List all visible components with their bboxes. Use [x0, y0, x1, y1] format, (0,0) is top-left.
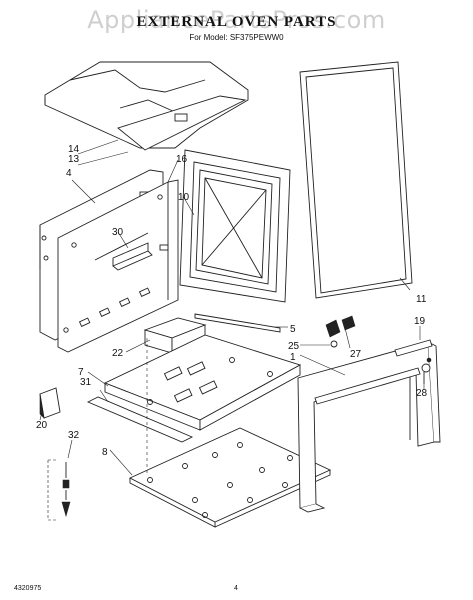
- door-frame-part: [297, 339, 441, 513]
- callout-32: 32: [68, 430, 80, 441]
- callout-5: 5: [290, 324, 296, 335]
- side-panel-part: [57, 179, 179, 353]
- footer-part-code: 4320975: [14, 585, 42, 592]
- hinge-part: [325, 315, 356, 348]
- top-panel-part: [44, 61, 249, 151]
- side-bracket-part: [39, 387, 61, 419]
- callout-7: 7: [78, 367, 84, 378]
- callout-20: 20: [36, 420, 48, 431]
- front-trim-part: [86, 396, 194, 443]
- watermark-text: AppliancePartsPros.com: [87, 6, 386, 34]
- callout-27: 27: [350, 349, 362, 360]
- callout-13: 13: [68, 154, 80, 165]
- liner-frame-part: [179, 149, 291, 303]
- door-glass-part: [299, 61, 413, 299]
- callout-11: 11: [416, 294, 427, 305]
- bottom-panel-part: [128, 427, 332, 528]
- callout-31: 31: [80, 377, 92, 388]
- callout-30: 30: [112, 227, 124, 238]
- bottom-tray-part: [103, 334, 302, 431]
- callout-22: 22: [112, 348, 124, 359]
- fastener-detail-part: [47, 459, 71, 521]
- bracket-part: [112, 242, 153, 271]
- leader-lines: [39, 139, 425, 476]
- callout-1: 1: [290, 352, 296, 363]
- callout-10: 10: [178, 192, 190, 203]
- rail-part: [194, 313, 281, 333]
- callout-labels: 14 13 4 16 10 30 11 5 22 25 1 27 19 7 31…: [36, 144, 428, 458]
- callout-8: 8: [102, 447, 108, 458]
- callout-25: 25: [288, 341, 300, 352]
- diagram-title: EXTERNAL OVEN PARTS: [136, 14, 337, 30]
- callout-16: 16: [176, 154, 188, 165]
- callout-19: 19: [414, 316, 426, 327]
- callout-4: 4: [66, 168, 72, 179]
- callout-14: 14: [68, 144, 80, 155]
- footer-page-number: 4: [234, 585, 238, 592]
- screw-part: [421, 357, 432, 384]
- model-subtitle: For Model: SF375PEWW0: [189, 33, 284, 42]
- callout-28: 28: [416, 388, 428, 399]
